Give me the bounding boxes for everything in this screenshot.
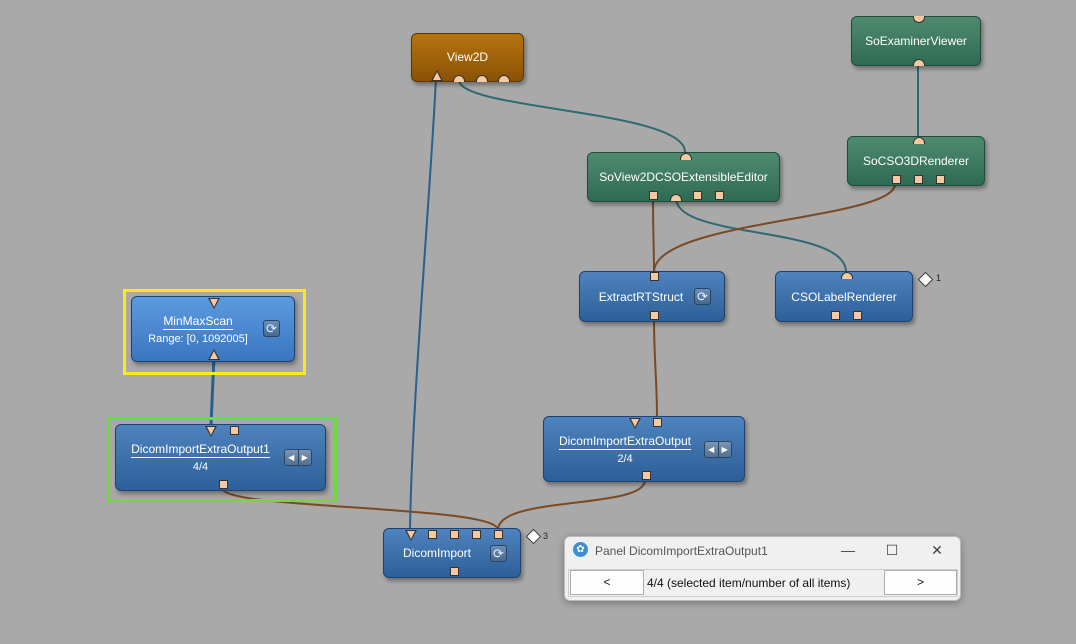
- input-port[interactable]: [680, 153, 692, 160]
- module-so-cso3d-renderer[interactable]: SoCSO3DRenderer: [847, 136, 985, 186]
- output-port[interactable]: [914, 175, 923, 184]
- module-title: MinMaxScan: [163, 314, 233, 330]
- input-port[interactable]: [453, 75, 465, 82]
- refresh-icon[interactable]: ⟳: [490, 545, 507, 562]
- input-port[interactable]: [913, 16, 925, 23]
- module-title: SoCSO3DRenderer: [862, 154, 970, 168]
- input-port[interactable]: [650, 272, 659, 281]
- input-port[interactable]: [494, 530, 503, 539]
- selection-highlight-green: [107, 417, 337, 502]
- module-dicom-import[interactable]: DicomImport ⟳: [383, 528, 521, 578]
- input-port[interactable]: [498, 75, 510, 82]
- input-port[interactable]: [841, 272, 853, 279]
- module-title-wrap: MinMaxScan: [132, 314, 264, 330]
- info-count: 1: [936, 273, 942, 283]
- module-so-examiner-viewer[interactable]: SoExaminerViewer: [851, 16, 981, 66]
- input-port[interactable]: [428, 530, 437, 539]
- output-port[interactable]: [936, 175, 945, 184]
- wire-extract-extraoutput: [653, 317, 658, 419]
- input-port[interactable]: [431, 70, 443, 81]
- input-port[interactable]: [208, 298, 220, 309]
- module-title-wrap: DicomImportExtraOutput1: [116, 442, 285, 458]
- wire-extraoutput1-minmax: [209, 355, 216, 426]
- output-port[interactable]: [650, 311, 659, 320]
- output-port[interactable]: [649, 191, 658, 200]
- module-so-view2d-cso-editor[interactable]: SoView2DCSOExtensibleEditor: [587, 152, 780, 202]
- module-title: CSOLabelRenderer: [791, 289, 897, 304]
- module-sublabel: 2/4: [617, 453, 633, 465]
- output-port[interactable]: [853, 311, 862, 320]
- selection-highlight-yellow: [123, 289, 306, 375]
- refresh-icon[interactable]: ⟳: [263, 320, 280, 337]
- panel-status-text: 4/4 (selected item/number of all items): [647, 576, 851, 590]
- output-port[interactable]: [450, 567, 459, 576]
- panel-title: Panel DicomImportExtraOutput1: [595, 544, 768, 558]
- output-port[interactable]: [642, 471, 651, 480]
- minimize-icon[interactable]: —: [841, 542, 855, 558]
- output-port[interactable]: [219, 480, 228, 489]
- module-dicom-import-extra-output[interactable]: DicomImportExtraOutput 2/4 ◀▶: [543, 416, 745, 482]
- input-port[interactable]: [476, 75, 488, 82]
- module-title: SoView2DCSOExtensibleEditor: [599, 170, 768, 184]
- wire-editor-extract: [652, 197, 655, 273]
- input-port[interactable]: [230, 426, 239, 435]
- module-sublabel: 4/4: [192, 461, 209, 473]
- output-port[interactable]: [715, 191, 724, 200]
- input-port[interactable]: [653, 418, 662, 427]
- wire-editor-labelrenderer: [675, 197, 847, 273]
- module-extract-rt-struct[interactable]: ExtractRTStruct ⟳: [579, 271, 725, 322]
- close-icon[interactable]: ✕: [931, 542, 943, 558]
- input-port[interactable]: [405, 530, 417, 541]
- module-cso-label-renderer[interactable]: CSOLabelRenderer: [775, 271, 913, 322]
- wire-dicomimport-view2d: [409, 77, 437, 531]
- wire-extraoutput-dicomimport: [497, 479, 646, 531]
- input-port[interactable]: [472, 530, 481, 539]
- next-button[interactable]: >: [884, 570, 957, 595]
- module-sublabel: Range: [0, 1092005]: [148, 333, 248, 345]
- output-port[interactable]: [208, 349, 220, 360]
- maximize-icon[interactable]: ☐: [885, 542, 899, 558]
- input-port[interactable]: [450, 530, 459, 539]
- module-title: DicomImportExtraOutput: [558, 434, 692, 450]
- output-port[interactable]: [913, 59, 925, 66]
- panel-content-frame: [568, 569, 958, 597]
- output-port[interactable]: [831, 311, 840, 320]
- module-view2d[interactable]: View2D: [411, 33, 524, 82]
- prev-button[interactable]: <: [570, 570, 644, 595]
- input-port[interactable]: [629, 418, 641, 429]
- stepper-icon[interactable]: ◀▶: [704, 441, 732, 458]
- module-title: ExtractRTStruct: [598, 289, 684, 304]
- module-title: DicomImportExtraOutput1: [131, 442, 270, 458]
- app-icon: ✿: [573, 542, 588, 557]
- output-port[interactable]: [892, 175, 901, 184]
- wire-extraoutput1-dicomimport: [221, 487, 499, 531]
- input-port[interactable]: [205, 426, 217, 437]
- refresh-icon[interactable]: ⟳: [694, 288, 711, 305]
- module-title-wrap: DicomImportExtraOutput: [544, 434, 706, 450]
- module-min-max-scan[interactable]: MinMaxScan Range: [0, 1092005] ⟳: [131, 296, 295, 362]
- stepper-icon[interactable]: ◀▶: [284, 449, 312, 466]
- wire-view2d-editor: [458, 79, 686, 153]
- info-count: 3: [543, 531, 549, 541]
- module-dicom-import-extra-output1[interactable]: DicomImportExtraOutput1 4/4 ◀▶: [115, 424, 326, 491]
- output-port[interactable]: [670, 194, 682, 201]
- module-title: SoExaminerViewer: [865, 34, 967, 48]
- output-port[interactable]: [693, 191, 702, 200]
- wire-renderer-extract: [653, 183, 896, 273]
- module-title: View2D: [446, 50, 489, 64]
- panel-window[interactable]: ✿ Panel DicomImportExtraOutput1 — ☐ ✕ < …: [564, 536, 961, 601]
- module-title: DicomImport: [402, 546, 471, 560]
- input-port[interactable]: [913, 137, 925, 144]
